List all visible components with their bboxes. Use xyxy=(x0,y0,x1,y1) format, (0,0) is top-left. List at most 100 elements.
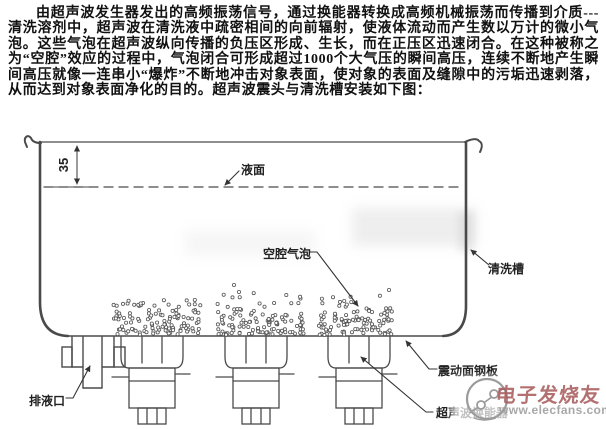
bubble xyxy=(117,311,122,316)
bubble xyxy=(253,316,258,321)
bubble xyxy=(231,282,236,287)
bubble xyxy=(274,320,279,325)
elecfans-logo-icon xyxy=(465,377,509,421)
drain-pipe xyxy=(61,336,126,389)
bubble xyxy=(381,321,386,326)
tank-right-wall xyxy=(441,140,468,338)
bubble xyxy=(364,327,369,332)
transducer-stack xyxy=(241,407,271,425)
bubble xyxy=(382,317,387,322)
bubble xyxy=(279,315,284,320)
bubble xyxy=(163,328,168,333)
bubble xyxy=(256,329,261,334)
bubble xyxy=(264,330,269,335)
bubble xyxy=(237,295,242,300)
bubble xyxy=(113,316,118,321)
bubble xyxy=(147,308,152,313)
bubble xyxy=(124,320,129,325)
bubble xyxy=(353,327,358,332)
bubble xyxy=(270,313,275,318)
transducer-stack-lines xyxy=(146,407,158,425)
leader-transducer xyxy=(360,356,434,413)
bubble xyxy=(121,315,126,320)
bubble xyxy=(386,317,391,322)
bubble xyxy=(347,319,352,324)
tank-left-rim-curl xyxy=(23,135,42,148)
dimension-value: 35 xyxy=(56,158,71,172)
bubble xyxy=(320,301,325,306)
bubble xyxy=(343,318,348,323)
bubble xyxy=(389,332,394,337)
bubble xyxy=(127,311,132,316)
bubble xyxy=(298,294,303,299)
bubble xyxy=(237,331,242,336)
bubble xyxy=(332,318,337,323)
bubble xyxy=(371,325,376,330)
transducer-horn xyxy=(224,336,288,369)
bubble xyxy=(174,308,179,313)
bubble xyxy=(230,325,235,330)
bubble xyxy=(386,287,391,292)
bubble xyxy=(241,318,246,323)
bubble xyxy=(235,306,240,311)
bubble xyxy=(254,319,259,324)
bubble xyxy=(368,318,373,323)
bubble xyxy=(336,323,341,328)
leader-cleaning-tank xyxy=(470,249,490,266)
bubble xyxy=(298,330,303,335)
bubble xyxy=(284,292,289,297)
bubble xyxy=(266,317,271,322)
tank-right-rim-curl xyxy=(464,138,483,153)
transducer-mount-tick xyxy=(111,373,191,378)
bubble xyxy=(241,324,246,329)
bubble xyxy=(382,332,387,337)
bubble xyxy=(192,297,197,302)
bubble xyxy=(377,293,382,298)
label-liquid-surface: 液面 xyxy=(241,163,266,177)
bubble xyxy=(301,331,306,336)
bubble xyxy=(114,303,119,308)
bubble xyxy=(221,292,226,297)
transducer-mount-tick xyxy=(215,373,295,378)
bubble xyxy=(160,313,165,318)
bubble xyxy=(350,317,355,322)
transducer-horn xyxy=(120,336,184,369)
bubble xyxy=(215,322,220,327)
bubble xyxy=(283,319,288,324)
bubble xyxy=(176,304,181,309)
bubble xyxy=(389,309,394,314)
bubble xyxy=(344,302,349,307)
bubble xyxy=(228,315,233,320)
bubble xyxy=(224,332,229,337)
bubble xyxy=(300,320,305,325)
transducer-stack xyxy=(344,407,374,425)
bubble xyxy=(369,322,374,327)
bubble xyxy=(294,323,299,328)
bubble xyxy=(229,330,234,335)
bubble xyxy=(216,332,221,337)
bubble xyxy=(111,302,116,307)
bubble xyxy=(257,301,262,306)
bubble xyxy=(361,325,366,330)
bubble xyxy=(249,331,254,336)
bubble xyxy=(152,303,157,308)
label-drain-port: 排液口 xyxy=(29,394,66,408)
leader-cavity-bubbles xyxy=(308,251,359,307)
bubble xyxy=(121,301,126,306)
bubble xyxy=(364,321,369,326)
bubble xyxy=(227,323,232,328)
bubble xyxy=(288,330,293,335)
article-paragraph: 由超声波发生器发出的高频振荡信号，通过换能器转换成高频机械振荡而传播到介质---… xyxy=(8,6,599,99)
transducer-body xyxy=(335,367,383,409)
bubble xyxy=(198,303,203,308)
bubble xyxy=(249,310,254,315)
bubble xyxy=(196,317,201,322)
bubble xyxy=(300,327,305,332)
bubble xyxy=(220,320,225,325)
bubble xyxy=(246,324,251,329)
transducer-stack-lines xyxy=(353,407,365,425)
bubble xyxy=(196,331,201,336)
bubble xyxy=(132,302,137,307)
bubble xyxy=(262,304,267,309)
